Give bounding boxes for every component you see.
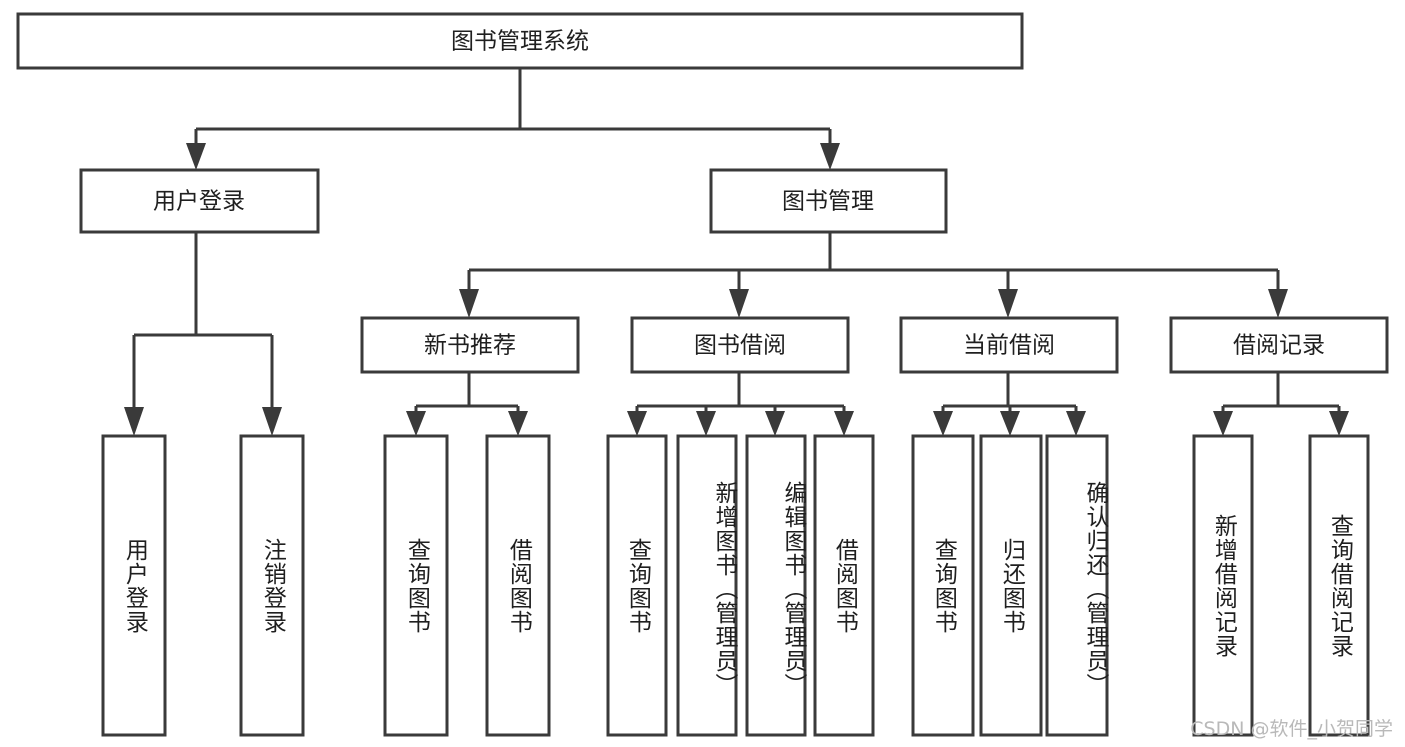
node-box-leaf-bb-1[interactable] xyxy=(606,434,668,737)
node-box-book-manage[interactable] xyxy=(709,168,948,234)
node-box-leaf-ul-1[interactable] xyxy=(101,434,167,737)
node-box-leaf-ul-2[interactable] xyxy=(239,434,305,737)
node-box-leaf-cb-1[interactable] xyxy=(911,434,975,737)
nodes-group: 图书管理系统 用户登录 图书管理 新书推荐 图书借阅 当前借阅 借阅记录 xyxy=(16,12,1389,737)
node-box-book-borrow[interactable] xyxy=(630,316,850,374)
node-label-book-borrow: 图书借阅 xyxy=(694,333,786,359)
node-box-user-login[interactable] xyxy=(79,168,320,234)
node-box-current-borrow[interactable] xyxy=(899,316,1119,374)
arrow-head-br-1 xyxy=(1213,411,1233,436)
arrow-head-br-2 xyxy=(1329,411,1349,436)
arrow-head-l3-2 xyxy=(729,289,749,318)
node-box-new-book-recommend[interactable] xyxy=(360,316,580,374)
node-box-leaf-br-2[interactable] xyxy=(1308,434,1370,737)
arrow-head-l3-3 xyxy=(998,289,1018,318)
node-box-leaf-cb-3[interactable] xyxy=(1045,434,1109,737)
node-label-borrow-record: 借阅记录 xyxy=(1233,333,1325,359)
node-label-user-login: 用户登录 xyxy=(153,189,245,215)
node-label-book-manage: 图书管理 xyxy=(782,189,874,215)
node-box-leaf-nbr-1[interactable] xyxy=(383,434,449,737)
arrow-head-ul-2 xyxy=(262,407,282,436)
arrow-head-cb-3 xyxy=(1066,411,1086,436)
arrow-head-l3-4 xyxy=(1268,289,1288,318)
node-box-leaf-bb-3[interactable] xyxy=(745,434,807,737)
arrow-head-l3-1 xyxy=(459,289,479,318)
node-box-borrow-record[interactable] xyxy=(1169,316,1389,374)
arrow-head-bb-2 xyxy=(696,411,716,436)
node-box-root[interactable] xyxy=(16,12,1024,70)
node-box-leaf-bb-2[interactable] xyxy=(676,434,738,737)
node-box-leaf-nbr-2[interactable] xyxy=(485,434,551,737)
arrow-head-user-login xyxy=(186,143,206,170)
node-label-current-borrow: 当前借阅 xyxy=(963,333,1055,359)
node-label-new-book-recommend: 新书推荐 xyxy=(424,333,516,359)
arrow-head-cb-2 xyxy=(1000,411,1020,436)
arrow-head-bb-1 xyxy=(627,411,647,436)
connectors-group xyxy=(124,68,1349,436)
node-label-root: 图书管理系统 xyxy=(451,29,589,55)
node-box-leaf-bb-4[interactable] xyxy=(813,434,875,737)
node-box-leaf-cb-2[interactable] xyxy=(979,434,1043,737)
arrow-head-bb-3 xyxy=(765,411,785,436)
arrow-head-cb-1 xyxy=(933,411,953,436)
arrow-head-book-manage xyxy=(820,143,840,170)
arrow-head-ul-1 xyxy=(124,407,144,436)
arrow-head-nbr-2 xyxy=(508,411,528,436)
node-box-leaf-br-1[interactable] xyxy=(1192,434,1254,737)
arrow-head-nbr-1 xyxy=(406,411,426,436)
arrow-head-bb-4 xyxy=(834,411,854,436)
